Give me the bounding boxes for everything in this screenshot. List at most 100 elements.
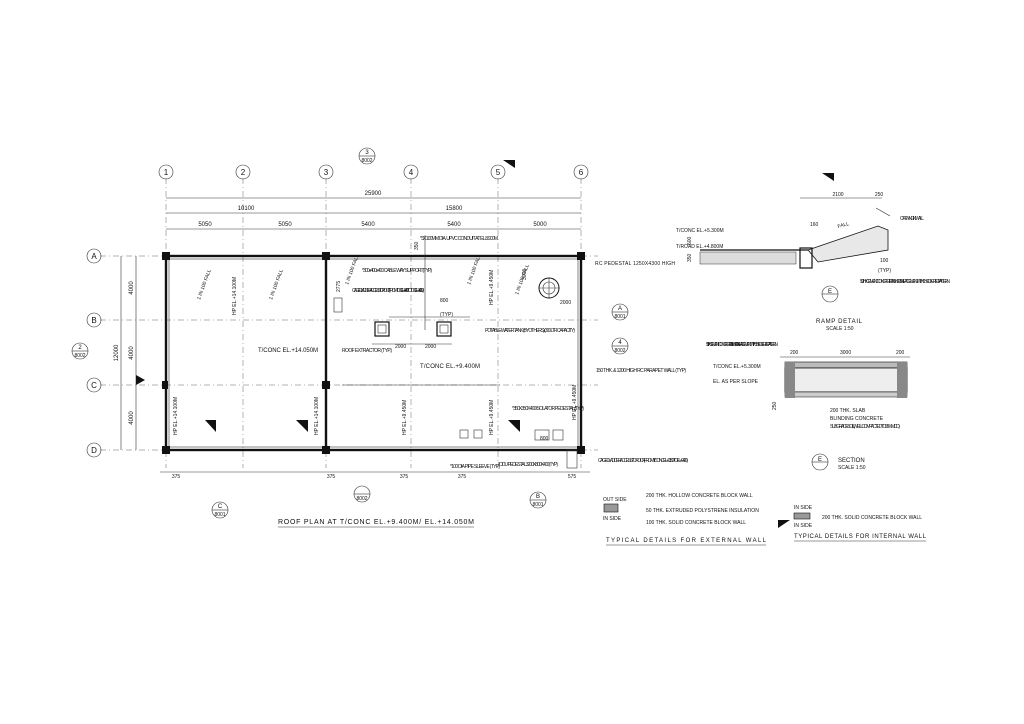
section-detail: 200 3000 200 250 50 TH CEMENT CONCRETE F… xyxy=(706,342,910,471)
int-l1: 200 THK. SOLID CONCRETE BLOCK WALL xyxy=(822,515,922,521)
dim-bottom-2: 375 xyxy=(327,474,336,480)
dim-overall: 25900 xyxy=(365,191,382,197)
section-mark-bottom-b-ref: 8001 xyxy=(532,502,543,508)
external-wall-detail: OUT SIDE IN SIDE 200 THK. HOLLOW CONCRET… xyxy=(603,493,767,546)
dim-inner-6: 2775 xyxy=(336,281,342,292)
note-odu-pedestal: *ODU PEDESTAL 3200X800X400 (TYP) xyxy=(498,462,558,468)
note-toc-upper: T/CONC EL.+14.050M xyxy=(258,348,318,354)
ramp-dim-6: 500 xyxy=(687,236,693,245)
triangle-flags xyxy=(136,160,834,528)
section-dim-4: 250 xyxy=(772,401,778,410)
note-hp-2: HP EL.+14.100M xyxy=(173,397,179,435)
dim-inner-1: 2000 xyxy=(395,344,406,350)
roof-equipment xyxy=(333,235,578,469)
note-caged-ladder-2: CAGED LADDER ACCESS TO ROOF (FROM T/CONC… xyxy=(598,458,688,464)
note-rc-pedestal: RC PEDESTAL 1250X4300 HIGH xyxy=(595,261,675,267)
grid-row-c: C xyxy=(91,381,97,390)
ext-title: TYPICAL DETAILS FOR EXTERNAL WALL xyxy=(606,538,767,544)
ramp-dim-1: 2100 xyxy=(832,192,843,198)
note-fall-4: 1 IN 100 FALL xyxy=(466,253,483,285)
dimensions-top: 25900 10100 15800 5050 5050 5400 5400 50… xyxy=(166,191,581,230)
dim-top-1: 5050 xyxy=(198,222,212,228)
note-toc-lower: T/CONC EL.+9.400M xyxy=(420,364,480,370)
section-mark-top-ref: 8002 xyxy=(361,158,372,164)
note-conduit: *3X100MM DIA. UPVC CONDUIT AT EL.8.900M xyxy=(420,236,498,242)
note-potable-tank: POTABLE WATER TANK (BY OTHERS) (300 LTR … xyxy=(485,328,575,334)
note-cable-support: *300x400x400 CABLE WAY SUPPORT(TYP.) xyxy=(362,268,432,274)
dimensions-bottom: 375 375 375 375 575 xyxy=(160,471,590,480)
section-slope: EL. AS PER SLOPE xyxy=(713,379,759,385)
internal-wall-detail: IN SIDE IN SIDE 200 THK. SOLID CONCRETE … xyxy=(793,505,927,542)
ramp-scale: SCALE 1:50 xyxy=(826,326,854,332)
dimensions-left: 12000 4000 4000 4000 xyxy=(114,256,137,450)
note-hp-4: HP EL.+9.450M xyxy=(402,400,408,435)
int-title: TYPICAL DETAILS FOR INTERNAL WALL xyxy=(794,534,927,540)
plan-notes: *3X100MM DIA. UPVC CONDUIT AT EL.8.900M … xyxy=(173,236,688,470)
section-scale: SCALE 1:50 xyxy=(838,465,866,471)
ramp-dim-4: 100 xyxy=(880,258,889,264)
section-dim-2: 3000 xyxy=(840,350,851,356)
section-conc: T/CONC EL.+5.300M xyxy=(713,364,761,370)
section-subgrade: SUBGRADE SOIL (WELL COMPACTED TO 95% MDD… xyxy=(830,424,900,430)
section-mark-right-b-ref: 8001 xyxy=(614,314,625,320)
section-cement: 50 TH CEMENT CONCRETE FINISHED IN NEAT C… xyxy=(706,342,778,348)
note-caged-ladder-1: CAGED LADDER ACCESS TO ROOF (FROM TOC EL… xyxy=(352,288,424,294)
dim-inner-8: 350 xyxy=(414,241,420,250)
dim-inner-3: 2000 xyxy=(560,300,571,306)
dim-left-3: 4000 xyxy=(129,411,135,425)
section-mark-left-num: 2 xyxy=(78,345,82,351)
note-typ: (TYP) xyxy=(440,312,453,318)
dim-left-2: 4000 xyxy=(129,346,135,360)
dim-bottom-5: 575 xyxy=(568,474,577,480)
section-mark: E xyxy=(818,457,822,463)
ramp-dim-5: 350 xyxy=(687,253,693,262)
section-mark-right-c-ref: 8002 xyxy=(614,348,625,354)
dim-top-3: 5400 xyxy=(361,222,375,228)
ext-l1: 200 THK. HOLLOW CONCRETE BLOCK WALL xyxy=(646,493,753,499)
ext-out: OUT SIDE xyxy=(603,497,627,503)
section-dim-3: 200 xyxy=(896,350,905,356)
dim-top-5: 5000 xyxy=(533,222,547,228)
ramp-conc: T/CONC EL.+5.300M xyxy=(676,228,724,234)
ext-l3: 100 THK. SOLID CONCRETE BLOCK WALL xyxy=(646,520,746,526)
ramp-cement: 50 THK CEMENT CONCRETE FINISHED IN NEAT … xyxy=(860,279,950,285)
section-mark-top-num: 3 xyxy=(365,150,369,156)
dim-left-1: 4000 xyxy=(129,281,135,295)
section-blinding: BLINDING CONCRETE xyxy=(830,416,884,422)
ramp-fall: FALL xyxy=(837,221,850,230)
dim-bottom-3: 375 xyxy=(400,474,409,480)
note-pipe-sleeve: *100 DIA PIPE SLEEVE (TYP) xyxy=(450,464,500,470)
ext-l2: 50 THK. EXTRUDED POLYSTRENE INSULATION xyxy=(646,508,759,514)
note-roof-extractor: ROOF EXTRACTOR (TYP.) xyxy=(342,348,392,354)
note-hp-5: HP EL.+9.450M xyxy=(489,400,495,435)
ramp-typ: (TYP) xyxy=(878,268,891,274)
int-in-2: IN SIDE xyxy=(794,523,813,529)
grid-col-4: 4 xyxy=(409,168,414,177)
section-mark-bottom-c-num: C xyxy=(218,504,223,510)
section-title: SECTION xyxy=(838,458,865,464)
plan-title: ROOF PLAN AT T/CONC EL.+9.400M/ EL.+14.0… xyxy=(278,519,474,526)
dim-bottom-1: 375 xyxy=(172,474,181,480)
grid-bubbles-rows: A B C D xyxy=(86,248,102,458)
section-dim-1: 200 xyxy=(790,350,799,356)
grid-col-2: 2 xyxy=(241,168,246,177)
ramp-dim-2: 250 xyxy=(875,192,884,198)
dim-left-bay: 10100 xyxy=(238,206,255,212)
ramp-opening: OPENING IN WALL xyxy=(900,216,924,222)
ramp-road: T/ROAD EL.+4.800M xyxy=(676,244,723,250)
dim-right-bay: 15800 xyxy=(446,206,463,212)
int-in-1: IN SIDE xyxy=(794,505,813,511)
section-mark-bottom-c-ref: 8001 xyxy=(214,512,225,518)
note-fall-2: 1 IN 100 FALL xyxy=(268,268,285,300)
ramp-title: RAMP DETAIL xyxy=(816,319,863,325)
ramp-dim-3: 160 xyxy=(810,222,819,228)
note-fall-1: 1 IN 100 FALL xyxy=(196,268,213,300)
dim-inner-2: 2000 xyxy=(425,344,436,350)
dim-top-2: 5050 xyxy=(278,222,292,228)
dim-top-4: 5400 xyxy=(447,222,461,228)
grid-col-3: 3 xyxy=(324,168,329,177)
grid-bubbles-columns: 1 2 3 4 5 6 xyxy=(158,164,589,180)
section-marks: 3 8002 2 8002 A 8001 4 8002 C 8001 8002 … xyxy=(71,147,629,519)
note-hp-1: HP EL.+14.100M xyxy=(232,277,238,315)
